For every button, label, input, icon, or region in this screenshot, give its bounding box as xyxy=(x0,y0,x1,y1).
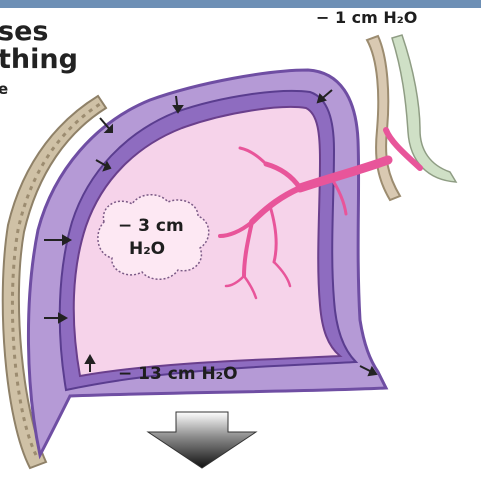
alveolus xyxy=(98,195,209,280)
atmospheric-pressure-label: − 1 cm H₂O xyxy=(316,8,417,27)
arrow-down-icon xyxy=(148,412,256,468)
trachea-wall xyxy=(367,36,400,200)
title-line-2: thing xyxy=(0,44,78,75)
intrapleural-pressure-label: − 13 cm H₂O xyxy=(118,364,238,384)
bronchus-wall xyxy=(392,35,456,182)
title-line-3: e xyxy=(0,80,8,98)
title-line-1: ses xyxy=(0,16,48,47)
alveolar-pressure-unit: H₂O xyxy=(129,239,165,259)
alveolar-pressure-value: − 3 cm xyxy=(118,216,184,236)
